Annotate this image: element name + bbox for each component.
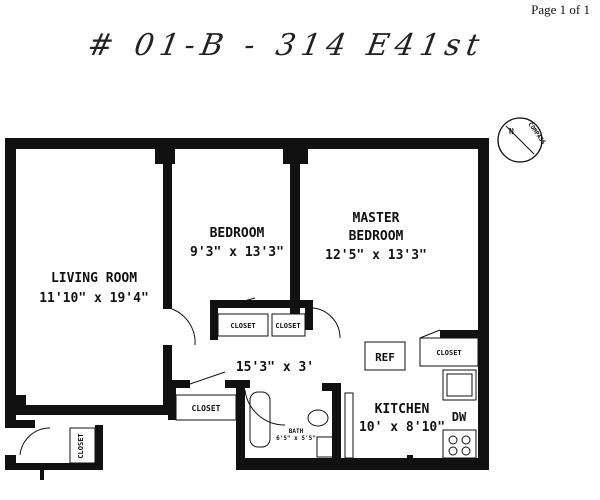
dishwasher-label: DW: [452, 410, 467, 424]
master-bedroom-label-1: MASTER: [353, 211, 400, 226]
page-number: Page 1 of 1: [531, 2, 590, 17]
bedroom-label: BEDROOM: [210, 226, 265, 241]
bedroom-closet-label: CLOSET: [230, 322, 255, 330]
master-bedroom-label-2: BEDROOM: [349, 229, 404, 244]
fixture-outlines: [69, 313, 479, 464]
living-room-size: 11'10" x 19'4": [39, 291, 149, 306]
master-closet-label: CLOSET: [275, 322, 300, 330]
compass-north-label: N: [509, 127, 514, 136]
kitchen-size: 10' x 8'10": [359, 420, 445, 435]
bath-label: BATH: [289, 428, 304, 435]
walls: [5, 138, 489, 470]
kitchen-label: KITCHEN: [375, 402, 430, 417]
living-room-label: LIVING ROOM: [51, 271, 137, 286]
master-bedroom-size: 12'5" x 13'3": [325, 248, 427, 263]
entry-closet-label: CLOSET: [77, 433, 85, 458]
kitchen-closet-label: CLOSET: [436, 349, 461, 357]
hall-closet-label: CLOSET: [192, 404, 221, 413]
stove-burners-icon: [448, 435, 471, 456]
hall-size: 15'3" x 3': [236, 360, 314, 375]
refrigerator-label: REF: [375, 351, 395, 364]
compass-icon: N COMPASS: [497, 117, 547, 163]
bedroom-size: 9'3" x 13'3": [190, 245, 284, 260]
bath-size: 6'5" x 5'5": [276, 435, 316, 442]
door-swings: [19, 297, 441, 456]
entry-arrow-icon: [35, 463, 49, 480]
